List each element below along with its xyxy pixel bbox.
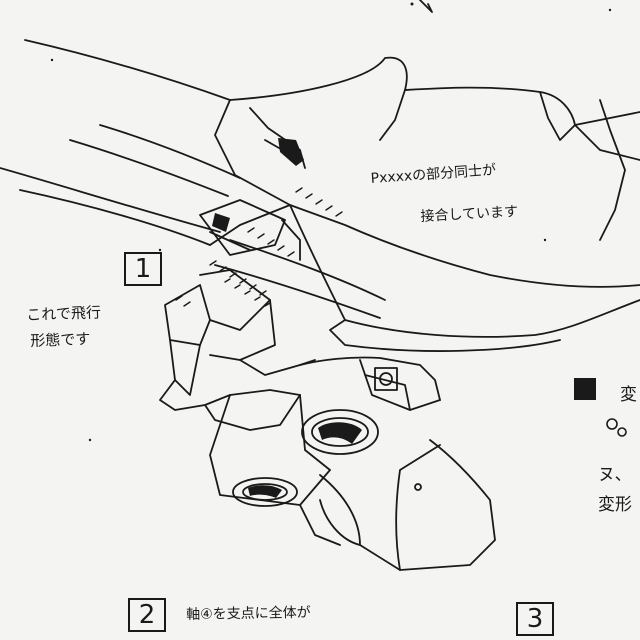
step-number-box: 2 [128,598,166,632]
annotation-side: 変 [620,385,637,405]
lens-shade [248,485,282,498]
annotation-flight-form: これで飛行 [26,303,102,324]
folded-unit [159,269,496,571]
rivet-rows [175,187,343,307]
annotation-side: ヌ、 [598,465,632,485]
arrow-stroke [419,0,433,13]
small-ring-icon [606,418,618,430]
step-number: 2 [138,600,156,630]
speckle [88,438,92,442]
wing-boom [0,39,386,319]
step-number: 1 [134,254,152,284]
step-number-box: 1 [124,252,162,286]
legend-swatch [574,378,596,400]
annotation-flight-form: 形態です [30,329,91,350]
joint-block [199,199,301,261]
ship-hull [214,56,640,352]
speckle [543,238,547,242]
speckle [50,58,54,62]
lens-shade [318,422,362,444]
dark-panel [278,138,304,166]
speckle [410,2,414,6]
speckle [608,8,612,12]
step-number-box: 3 [516,602,554,636]
dark-slot [212,213,230,232]
step-number: 3 [526,604,544,634]
annotation-step2: 軸④を支点に全体が [186,604,311,623]
speckle [158,248,162,252]
small-ring-icon [617,427,627,437]
annotation-side: 変形 [598,495,632,515]
